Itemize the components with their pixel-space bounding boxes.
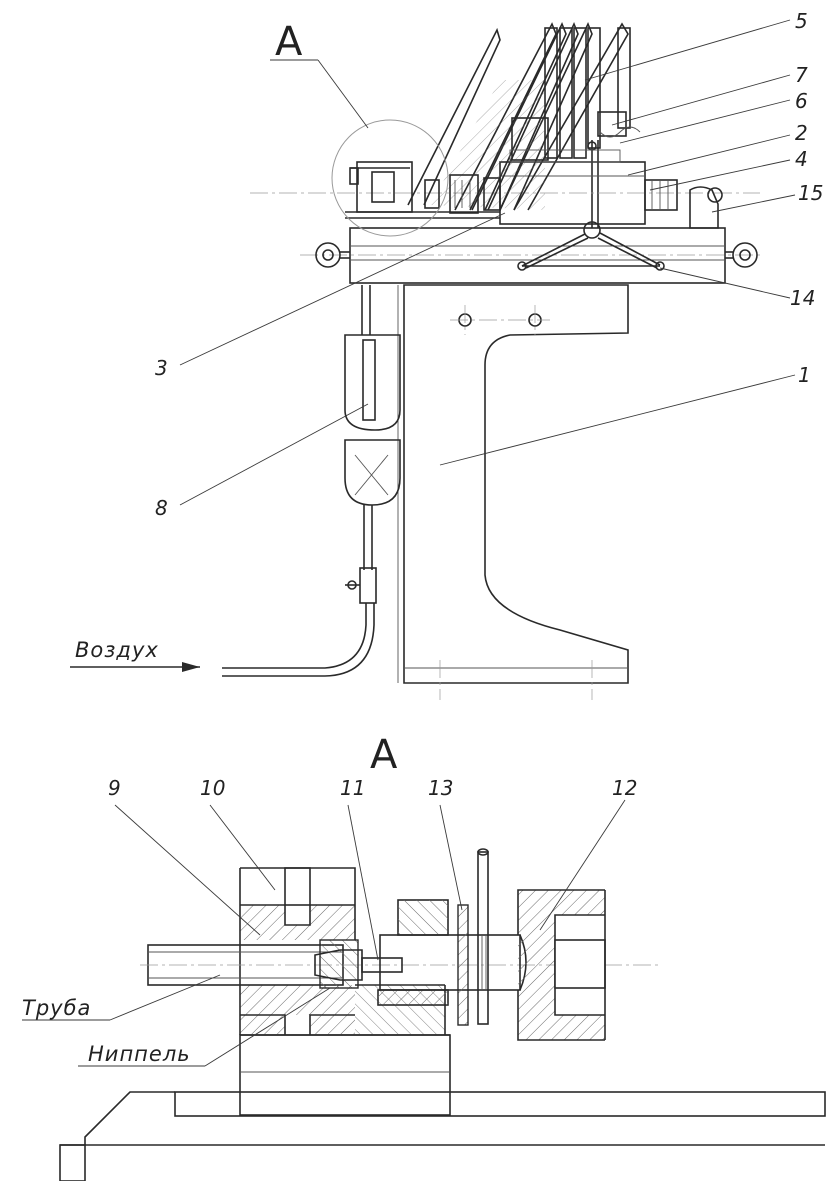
pipe-feed-hatching [430, 80, 545, 210]
air-unit [222, 285, 401, 677]
label-2: 2 [795, 121, 808, 145]
stop-block [511, 117, 549, 161]
detail-circle-a [331, 119, 449, 237]
label-13: 13 [428, 776, 453, 800]
foundation [60, 1091, 175, 1146]
label-pipe: Труба [22, 996, 91, 1020]
spacer-ring [457, 904, 469, 1026]
label-9: 9 [108, 776, 121, 800]
label-14: 14 [790, 286, 815, 310]
pipe-magazine [407, 21, 631, 211]
spring [599, 126, 641, 138]
piston-shaft [379, 934, 521, 991]
latch-block [597, 111, 627, 137]
body-hatch [240, 905, 355, 940]
rod [361, 957, 403, 973]
label-8: 8 [155, 496, 168, 520]
pivot-bracket [689, 186, 719, 229]
label-3: 3 [155, 356, 168, 380]
label-5: 5 [795, 9, 808, 33]
lever-mechanism [517, 140, 665, 271]
label-10: 10 [200, 776, 225, 800]
base-strip [174, 1091, 826, 1117]
air-hose [222, 603, 367, 669]
cylinder [517, 889, 606, 1041]
detail-leaders [22, 799, 626, 1067]
lifting-eye-left [315, 242, 350, 268]
feed-unit-left [345, 161, 501, 219]
label-11: 11 [340, 776, 365, 800]
label-12: 12 [612, 776, 637, 800]
label-4: 4 [795, 147, 808, 171]
label-nipple: Ниппель [88, 1042, 191, 1066]
detail-view-a: A [22, 732, 826, 1181]
lower-block [239, 1034, 451, 1116]
detail-title: A [370, 732, 398, 778]
label-1: 1 [798, 363, 811, 387]
clamp-head [644, 179, 678, 211]
air-inlet-arrow [70, 662, 200, 672]
base-plate [349, 227, 726, 284]
leader-lines [179, 19, 796, 506]
label-6: 6 [795, 89, 808, 113]
label-air: Воздух [75, 638, 159, 662]
label-15: 15 [798, 181, 823, 205]
label-7: 7 [795, 63, 808, 87]
vertical-pin [477, 848, 489, 1025]
main-view: A 5 7 6 2 4 15 14 3 1 8 Воздух [70, 9, 823, 700]
stand-body [403, 284, 629, 684]
label-a-main: A [275, 19, 303, 65]
collet [314, 949, 363, 981]
lifting-eye-right [725, 242, 758, 268]
